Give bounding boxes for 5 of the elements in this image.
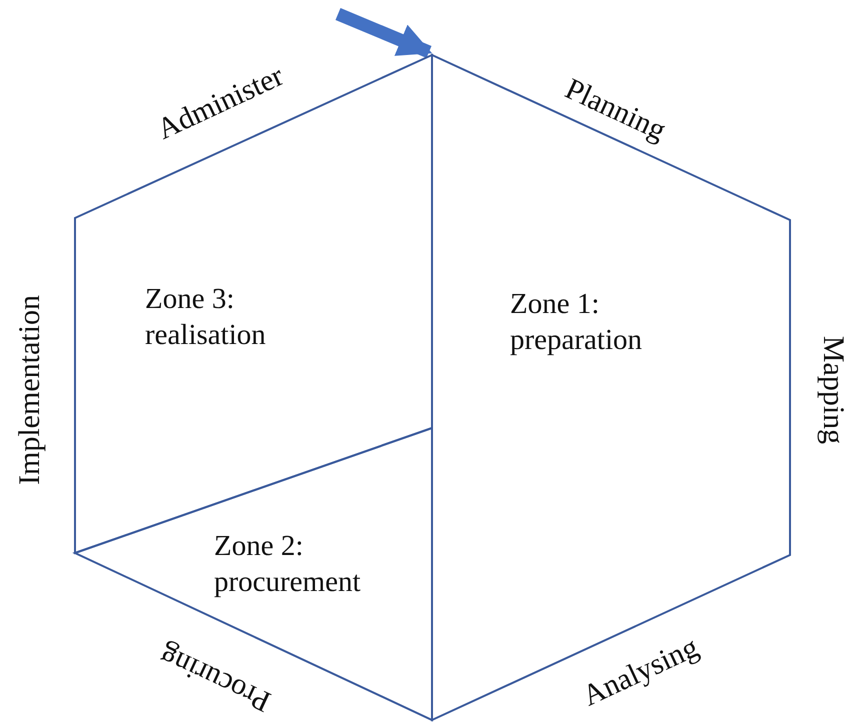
zone-label: Zone 1: preparation <box>510 287 644 358</box>
zone-label: Zone 3: realisation <box>145 282 267 353</box>
zone-label: Zone 2: procurement <box>214 529 362 600</box>
side-label: Mapping <box>816 336 850 444</box>
side-label: Implementation <box>12 295 47 485</box>
